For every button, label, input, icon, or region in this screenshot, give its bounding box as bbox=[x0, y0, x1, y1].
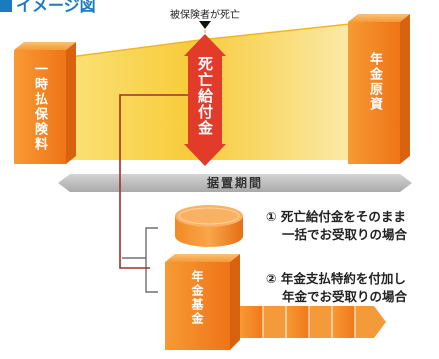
deferral-period-label: 据置期間 bbox=[206, 176, 263, 190]
option1-text: ① 死亡給付金をそのまま 一括でお受取りの場合 bbox=[266, 208, 407, 244]
annuity-payment-chevrons bbox=[240, 306, 386, 338]
option2-text: ② 年金支払特約を付加し 年金でお受取りの場合 bbox=[266, 270, 407, 306]
deferral-period-bar bbox=[58, 174, 412, 192]
square-bullet-icon bbox=[0, 0, 12, 12]
option1-line1: ① 死亡給付金をそのまま bbox=[266, 209, 406, 224]
death-event-label: 被保険者が死亡 bbox=[170, 10, 240, 21]
single-premium-block bbox=[14, 50, 66, 164]
annuity-fund-label: 年金基金 bbox=[190, 270, 204, 326]
annuity-fund-block bbox=[165, 262, 230, 350]
annuity-principal-label: 年金原資 bbox=[367, 52, 382, 112]
option1-line2: 一括でお受取りの場合 bbox=[282, 227, 408, 242]
header-title: イメージ図 bbox=[0, 0, 96, 16]
death-marker-icon bbox=[199, 21, 211, 29]
death-benefit-label: 死亡給付金 bbox=[196, 56, 214, 136]
annuity-principal-block bbox=[348, 22, 400, 164]
lump-sum-coin-icon bbox=[175, 205, 243, 247]
connector-line bbox=[119, 94, 188, 269]
option2-line1: ② 年金支払特約を付加し bbox=[266, 271, 406, 286]
option2-line2: 年金でお受取りの場合 bbox=[282, 289, 408, 304]
death-benefit-arrow bbox=[184, 34, 226, 166]
single-premium-label: 一時払保険料 bbox=[32, 62, 47, 152]
option-bracket bbox=[145, 227, 158, 293]
